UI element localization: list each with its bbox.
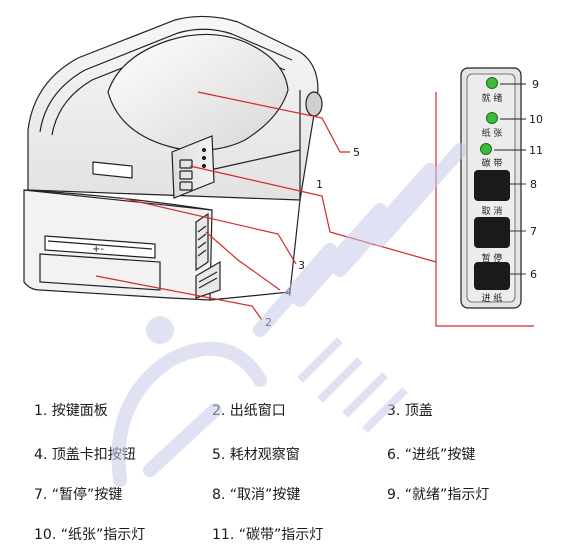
printer-diagram: +- 就 绪 纸 张 碳 带 取 消 暂 停 进 纸 9 10 11 — [23, 15, 543, 329]
legend-item-10: 10. “纸张”指示灯 — [34, 527, 146, 543]
legend-item-3: 3. 顶盖 — [387, 403, 433, 419]
callout-9: 9 — [532, 78, 539, 91]
legend-item-7: 7. “暂停”按键 — [34, 487, 123, 503]
parts-legend: 1. 按键面板 2. 出纸窗口 3. 顶盖 4. 顶盖卡扣按钮 5. 耗材观察窗… — [0, 380, 584, 557]
ribbon-led — [480, 143, 492, 155]
callout-2: 2 — [265, 316, 272, 329]
ribbon-led-label: 碳 带 — [482, 157, 503, 169]
callout-11: 11 — [529, 144, 543, 157]
legend-item-2: 2. 出纸窗口 — [212, 403, 286, 419]
callout-8: 8 — [530, 178, 537, 191]
legend-item-9: 9. “就绪”指示灯 — [387, 487, 490, 503]
paper-led-label: 纸 张 — [482, 127, 503, 139]
ready-led-label: 就 绪 — [482, 92, 503, 104]
callout-3: 3 — [298, 259, 305, 272]
front-panel-label: +- — [92, 244, 104, 255]
legend-item-4: 4. 顶盖卡扣按钮 — [34, 447, 136, 463]
callout-5: 5 — [353, 146, 360, 159]
callout-6: 6 — [530, 268, 537, 281]
callout-4: 4 — [285, 286, 292, 299]
pause-button-label: 暂 停 — [482, 252, 503, 264]
legend-item-6: 6. “进纸”按键 — [387, 447, 476, 463]
side-knob — [305, 91, 323, 117]
callout-7: 7 — [530, 225, 537, 238]
legend-item-5: 5. 耗材观察窗 — [212, 447, 300, 463]
printer-illustration — [23, 15, 323, 301]
legend-item-11: 11. “碳带”指示灯 — [212, 527, 324, 543]
paper-led — [486, 112, 498, 124]
legend-item-8: 8. “取消”按键 — [212, 487, 301, 503]
feed-button[interactable] — [474, 262, 510, 290]
cancel-button-label: 取 消 — [482, 205, 503, 217]
feed-button-label: 进 纸 — [482, 292, 503, 304]
pause-button[interactable] — [474, 217, 510, 248]
paper-output-window — [44, 235, 156, 259]
panel-pointer-lines — [494, 83, 526, 275]
ready-led — [486, 77, 498, 89]
cancel-button[interactable] — [474, 170, 510, 201]
legend-item-1: 1. 按键面板 — [34, 403, 108, 419]
callout-10: 10 — [529, 113, 543, 126]
leader-line-5 — [197, 91, 350, 153]
callout-1: 1 — [316, 178, 323, 191]
